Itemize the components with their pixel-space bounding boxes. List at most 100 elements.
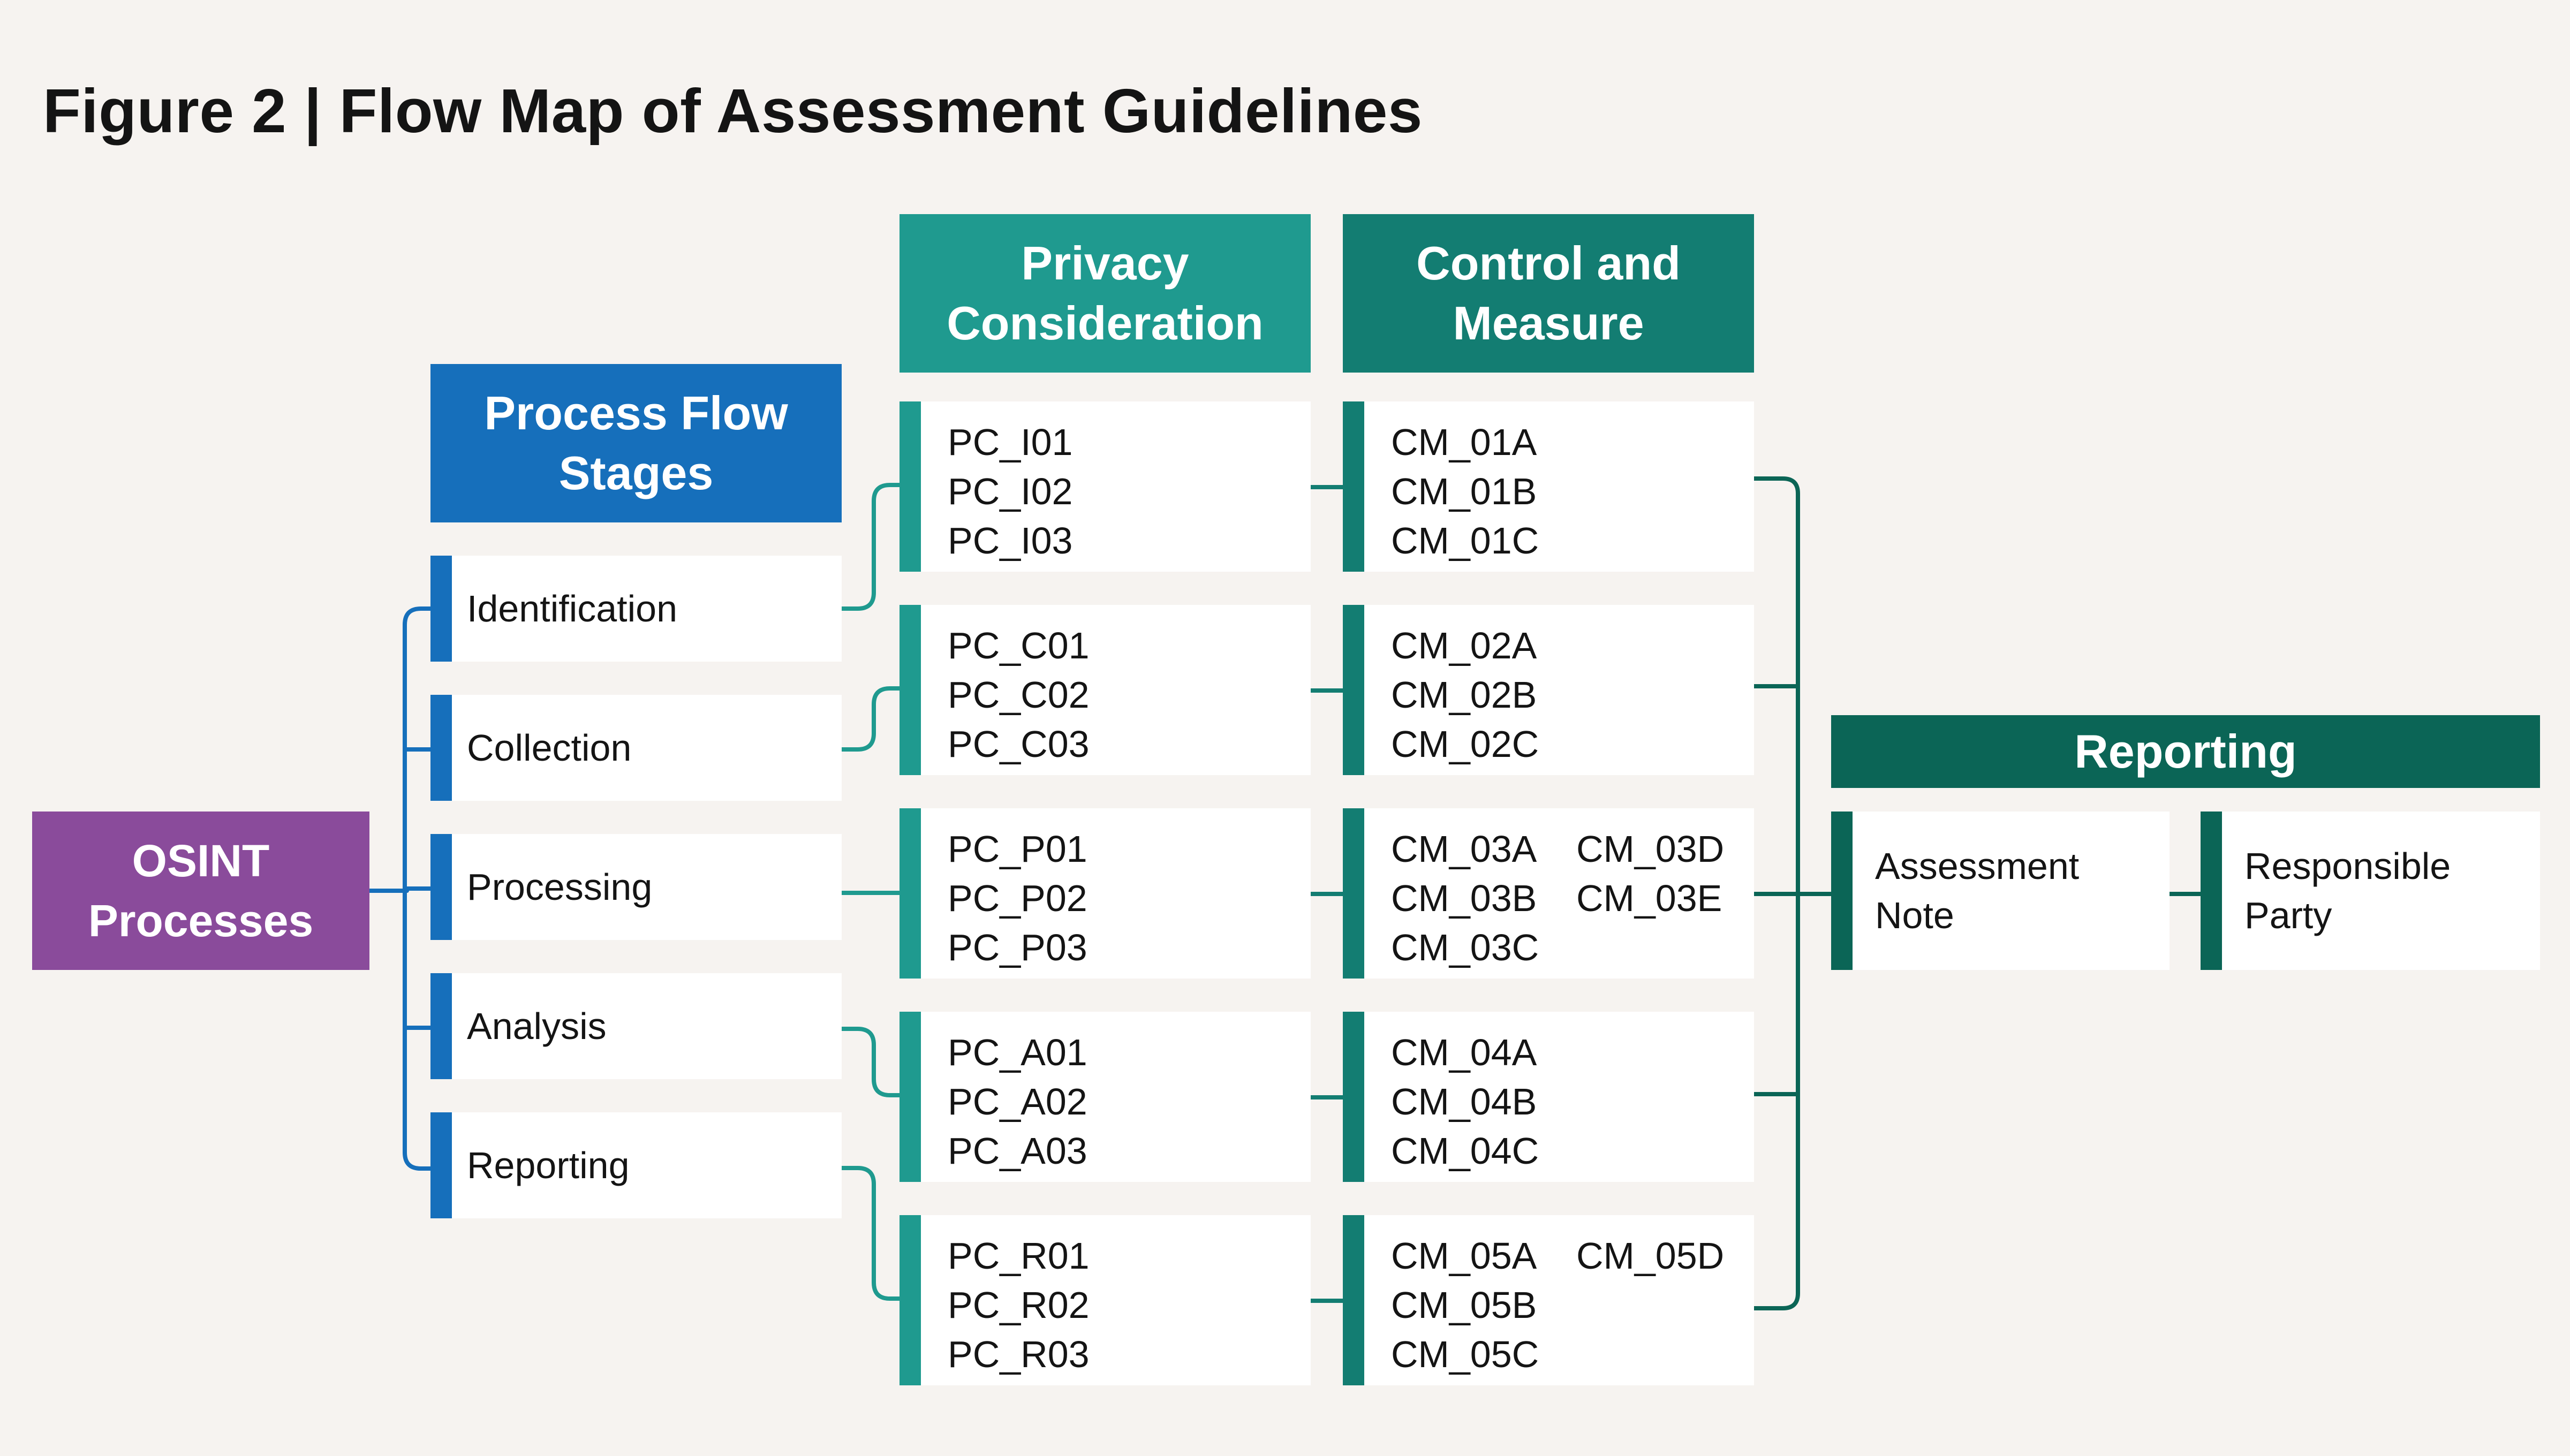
stages-header-line-1: Process Flow bbox=[484, 386, 788, 439]
responsible-party-line-2: Party bbox=[2244, 894, 2332, 936]
control-accent-bar bbox=[1343, 1215, 1364, 1385]
privacy-code: PC_I01 bbox=[948, 421, 1073, 463]
control-code: CM_04A bbox=[1391, 1032, 1537, 1073]
privacy-accent-bar bbox=[900, 808, 921, 979]
process-flow-stages-header: Process Flow Stages bbox=[430, 364, 842, 522]
stage-accent-bar bbox=[430, 556, 452, 662]
control-code: CM_05B bbox=[1391, 1284, 1537, 1326]
control-code: CM_02A bbox=[1391, 625, 1537, 666]
control-code: CM_01C bbox=[1391, 520, 1539, 562]
control-code bbox=[1576, 719, 1754, 769]
privacy-card-reporting: PC_R01 PC_R02 PC_R03 bbox=[900, 1215, 1311, 1385]
privacy-code: PC_P03 bbox=[948, 927, 1087, 968]
assessment-note-card: Assessment Note bbox=[1831, 812, 2170, 970]
control-code: CM_03D bbox=[1576, 828, 1725, 870]
control-code: CM_03C bbox=[1391, 927, 1539, 968]
stage-label: Collection bbox=[467, 727, 632, 769]
stage-card-reporting: Reporting bbox=[430, 1112, 842, 1218]
control-code: CM_03E bbox=[1576, 877, 1722, 919]
stage-accent-bar bbox=[430, 973, 452, 1079]
control-code: CM_03B bbox=[1391, 877, 1537, 919]
assessment-note-line-1: Assessment bbox=[1875, 845, 2080, 887]
privacy-header-line-1: Privacy bbox=[1021, 237, 1189, 290]
control-and-measure-header: Control and Measure bbox=[1343, 214, 1754, 373]
control-header-line-1: Control and bbox=[1416, 237, 1681, 290]
privacy-code: PC_C03 bbox=[948, 723, 1090, 765]
control-code: CM_01A bbox=[1391, 421, 1537, 463]
assessment-note-line-2: Note bbox=[1875, 894, 1954, 936]
control-header-line-2: Measure bbox=[1453, 297, 1644, 350]
control-code: CM_04C bbox=[1391, 1130, 1539, 1172]
responsible-party-line-1: Responsible bbox=[2244, 845, 2451, 887]
privacy-accent-bar bbox=[900, 401, 921, 572]
control-code: CM_01B bbox=[1391, 471, 1537, 512]
stage-accent-bar bbox=[430, 1112, 452, 1218]
reporting-header: Reporting bbox=[1831, 715, 2540, 788]
reporting-accent-bar bbox=[1831, 812, 1853, 970]
privacy-consideration-header: Privacy Consideration bbox=[900, 214, 1311, 373]
control-code bbox=[1576, 1028, 1754, 1077]
stages-to-privacy-connector bbox=[840, 483, 902, 1301]
stage-label: Processing bbox=[467, 866, 653, 908]
control-code bbox=[1576, 418, 1754, 467]
control-card-03: CM_03A CM_03D CM_03B CM_03E CM_03C bbox=[1343, 808, 1754, 979]
privacy-code: PC_P02 bbox=[948, 877, 1087, 919]
stage-label: Reporting bbox=[467, 1144, 630, 1186]
privacy-to-control-connector bbox=[1309, 485, 1345, 1303]
control-code: CM_02B bbox=[1391, 674, 1537, 716]
privacy-code: PC_R01 bbox=[948, 1235, 1090, 1277]
privacy-header-line-2: Consideration bbox=[947, 297, 1264, 350]
privacy-code: PC_R02 bbox=[948, 1284, 1090, 1326]
responsible-party-card: Responsible Party bbox=[2201, 812, 2540, 970]
privacy-code: PC_I03 bbox=[948, 520, 1073, 562]
control-code: CM_05C bbox=[1391, 1333, 1539, 1375]
stage-card-analysis: Analysis bbox=[430, 973, 842, 1079]
stage-card-collection: Collection bbox=[430, 695, 842, 801]
control-code bbox=[1576, 670, 1754, 719]
osint-to-stages-connector bbox=[367, 606, 433, 1171]
stage-accent-bar bbox=[430, 834, 452, 940]
stages-header-line-2: Stages bbox=[558, 446, 714, 499]
privacy-code: PC_I02 bbox=[948, 471, 1073, 512]
reporting-accent-bar bbox=[2201, 812, 2222, 970]
control-accent-bar bbox=[1343, 808, 1364, 979]
control-card-05: CM_05A CM_05D CM_05B CM_05C bbox=[1343, 1215, 1754, 1385]
control-code bbox=[1576, 1330, 1754, 1379]
privacy-card-analysis: PC_A01 PC_A02 PC_A03 bbox=[900, 1012, 1311, 1182]
control-code bbox=[1576, 467, 1754, 516]
privacy-accent-bar bbox=[900, 1012, 921, 1182]
osint-line-1: OSINT bbox=[132, 836, 270, 886]
privacy-code: PC_R03 bbox=[948, 1333, 1090, 1375]
control-accent-bar bbox=[1343, 401, 1364, 572]
control-accent-bar bbox=[1343, 605, 1364, 775]
control-code: CM_02C bbox=[1391, 723, 1539, 765]
control-code: CM_05A bbox=[1391, 1235, 1537, 1277]
privacy-code: PC_A01 bbox=[948, 1032, 1087, 1073]
control-code bbox=[1576, 1077, 1754, 1126]
stage-card-identification: Identification bbox=[430, 556, 842, 662]
control-card-04: CM_04A CM_04B CM_04C bbox=[1343, 1012, 1754, 1182]
control-to-reporting-connector bbox=[1752, 476, 2203, 1310]
figure-title: Figure 2 | Flow Map of Assessment Guidel… bbox=[43, 76, 1423, 146]
control-card-01: CM_01A CM_01B CM_01C bbox=[1343, 401, 1754, 572]
osint-processes-node: OSINT Processes bbox=[32, 812, 369, 970]
stage-label: Analysis bbox=[467, 1005, 607, 1047]
control-code: CM_03A bbox=[1391, 828, 1537, 870]
privacy-code: PC_A02 bbox=[948, 1081, 1087, 1123]
privacy-code: PC_A03 bbox=[948, 1130, 1087, 1172]
stage-card-processing: Processing bbox=[430, 834, 842, 940]
privacy-accent-bar bbox=[900, 1215, 921, 1385]
control-code: CM_05D bbox=[1576, 1235, 1725, 1277]
control-code bbox=[1576, 1280, 1754, 1330]
privacy-card-processing: PC_P01 PC_P02 PC_P03 bbox=[900, 808, 1311, 979]
privacy-card-identification: PC_I01 PC_I02 PC_I03 bbox=[900, 401, 1311, 572]
privacy-code: PC_C01 bbox=[948, 625, 1090, 666]
privacy-card-collection: PC_C01 PC_C02 PC_C03 bbox=[900, 605, 1311, 775]
control-code bbox=[1576, 516, 1754, 565]
privacy-accent-bar bbox=[900, 605, 921, 775]
privacy-code: PC_C02 bbox=[948, 674, 1090, 716]
stage-accent-bar bbox=[430, 695, 452, 801]
control-accent-bar bbox=[1343, 1012, 1364, 1182]
stage-label: Identification bbox=[467, 588, 678, 630]
